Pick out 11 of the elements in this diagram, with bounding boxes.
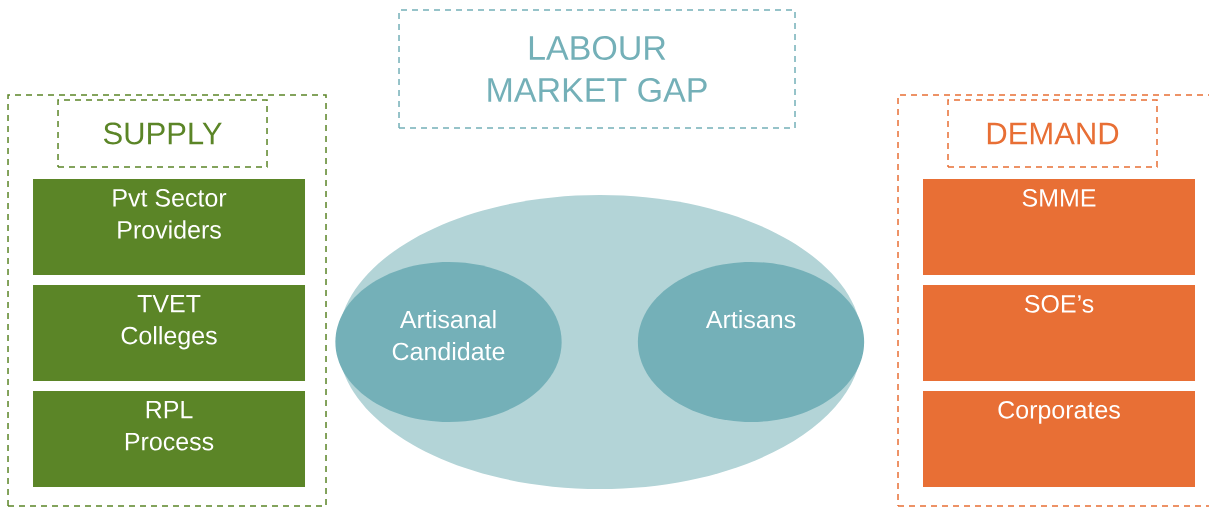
heading-box: SUPPLY xyxy=(57,99,268,168)
category-box: RPL Process xyxy=(33,391,305,487)
category-box: SMME xyxy=(923,179,1195,275)
category-box: SOE’s xyxy=(923,285,1195,381)
dashed-frame xyxy=(7,94,327,507)
dashed-frame xyxy=(897,94,1209,507)
category-box: Corporates xyxy=(923,391,1195,487)
category-box: Pvt Sector Providers xyxy=(33,179,305,275)
category-box: TVET Colleges xyxy=(33,285,305,381)
heading-box: DEMAND xyxy=(947,99,1158,168)
heading-box: LABOUR MARKET GAP xyxy=(398,9,796,129)
